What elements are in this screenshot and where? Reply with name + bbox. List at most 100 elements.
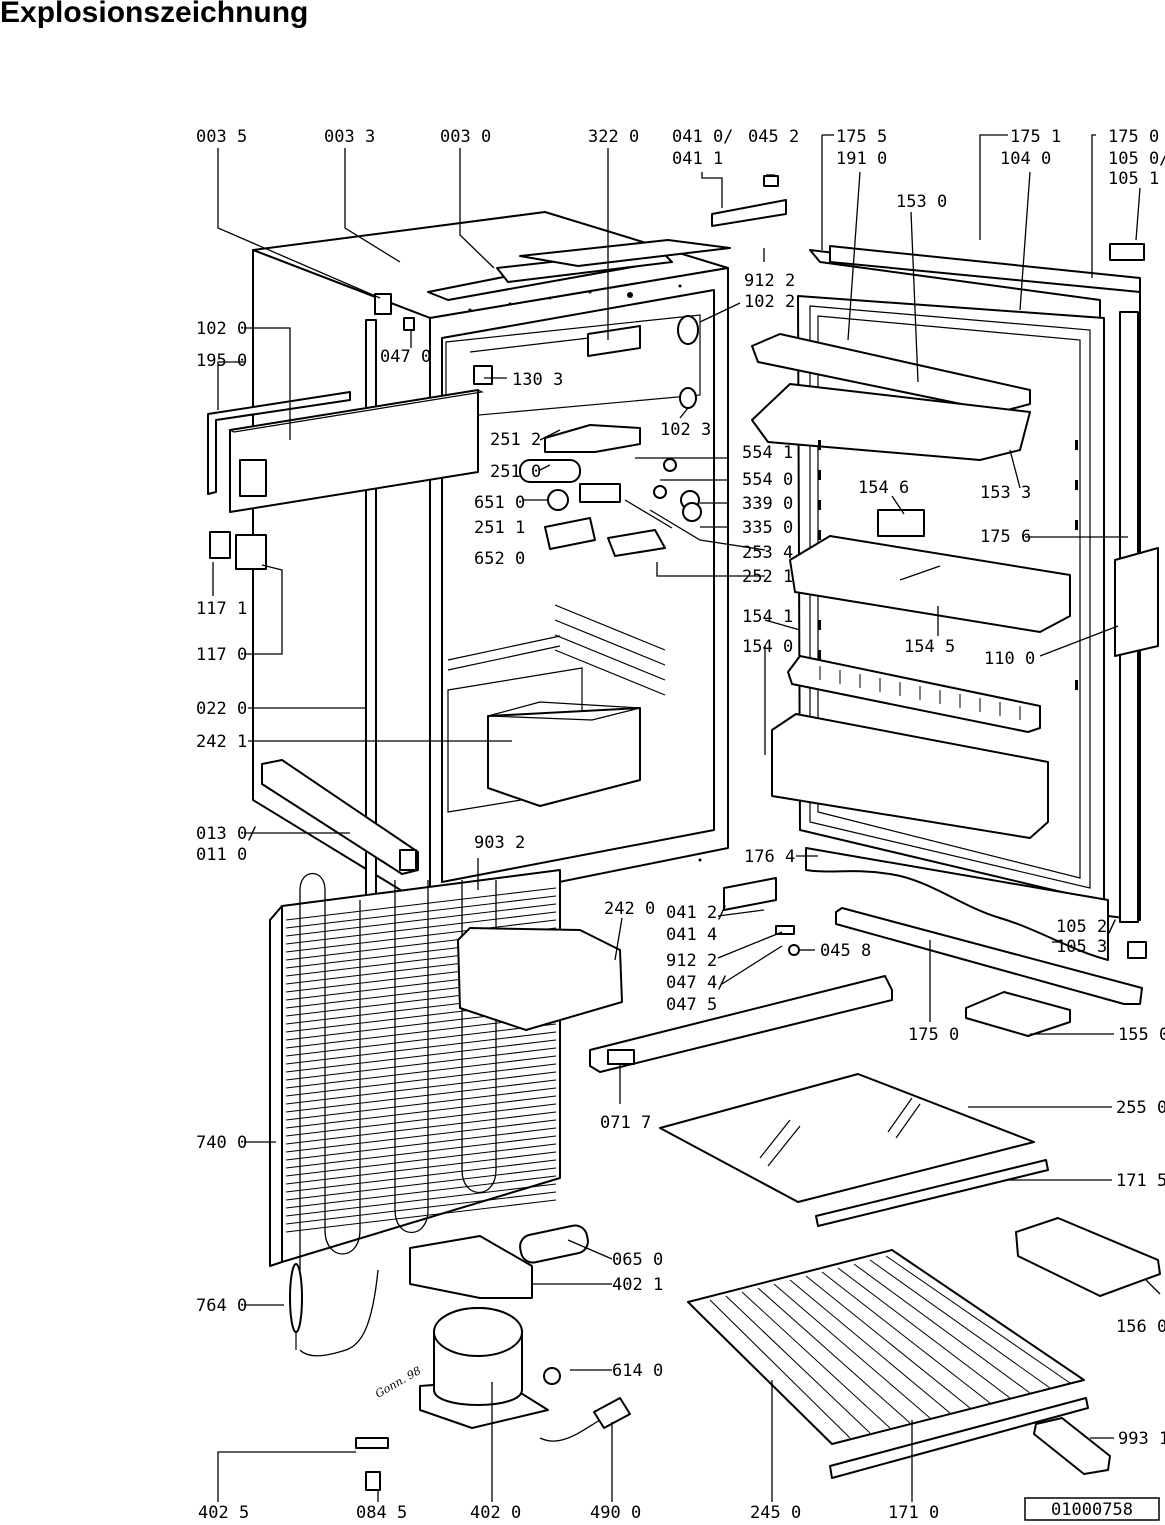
condenser-fin bbox=[285, 1079, 557, 1113]
part-label: 339 0 bbox=[742, 494, 793, 514]
part-label: 045 2 bbox=[748, 127, 799, 147]
part-label: 245 0 bbox=[750, 1503, 801, 1523]
part-labels: 003 5 003 3 003 0 322 0 041 0/ 041 1 045… bbox=[196, 127, 1165, 1523]
drawing-number: 01000758 bbox=[1051, 1500, 1133, 1520]
condenser-fin bbox=[285, 1167, 557, 1201]
part-label: 740 0 bbox=[196, 1133, 247, 1153]
part-label: 175 0 bbox=[1108, 127, 1159, 147]
shelf-wire bbox=[853, 1263, 1031, 1394]
part-label: 105 2/ bbox=[1056, 917, 1117, 937]
shelf-wire bbox=[741, 1291, 891, 1429]
part-label: 154 6 bbox=[858, 478, 909, 498]
front-bar bbox=[261, 759, 419, 875]
condenser-fin bbox=[285, 1087, 557, 1121]
part-label: 251 2 bbox=[490, 430, 541, 450]
shelf-wire bbox=[789, 1279, 951, 1414]
part-label: 253 4 bbox=[742, 543, 793, 563]
condenser-fin bbox=[285, 1071, 557, 1105]
part-label: 402 5 bbox=[198, 1503, 249, 1523]
part-label: 402 0 bbox=[470, 1503, 521, 1523]
part-label: 652 0 bbox=[474, 549, 525, 569]
part-label: 195 0 bbox=[196, 351, 247, 371]
part-label: 154 1 bbox=[742, 607, 793, 627]
part-label: 255 0 bbox=[1116, 1098, 1165, 1118]
part-label: 105 3 bbox=[1056, 937, 1107, 957]
part-label: 102 0 bbox=[196, 319, 247, 339]
part-label: 003 5 bbox=[196, 127, 247, 147]
part-label: 003 0 bbox=[440, 127, 491, 147]
part-label: 041 4 bbox=[666, 925, 717, 945]
part-label: 105 1 bbox=[1108, 169, 1159, 189]
part-label: 041 2/ bbox=[666, 903, 727, 923]
condenser-fin bbox=[285, 1039, 557, 1073]
condenser-fin bbox=[285, 1199, 557, 1233]
part-label: 176 4 bbox=[744, 847, 795, 867]
condenser-fin bbox=[285, 1095, 557, 1129]
part-label: 251 1 bbox=[474, 518, 525, 538]
part-label: 154 5 bbox=[904, 637, 955, 657]
part-label: 614 0 bbox=[612, 1361, 663, 1381]
part-label: 251 0 bbox=[490, 462, 541, 482]
condenser-fin bbox=[285, 1047, 557, 1081]
part-label: 175 0 bbox=[908, 1025, 959, 1045]
part-label: 102 2 bbox=[744, 292, 795, 312]
door-assembly bbox=[711, 175, 1159, 961]
part-label: 242 1 bbox=[196, 732, 247, 752]
part-label: 003 3 bbox=[324, 127, 375, 147]
shelf-wire bbox=[725, 1295, 871, 1434]
control-panel-assembly bbox=[207, 389, 484, 570]
part-label: 554 1 bbox=[742, 443, 793, 463]
condenser-fin bbox=[285, 903, 557, 937]
signature: Gonn. 98 bbox=[373, 1364, 423, 1401]
condenser-fin bbox=[285, 1159, 557, 1193]
part-label: 171 0 bbox=[888, 1503, 939, 1523]
part-label: 651 0 bbox=[474, 493, 525, 513]
drawing-number-box: 01000758 bbox=[1024, 1497, 1160, 1521]
part-label: 102 3 bbox=[660, 420, 711, 440]
condenser-fin bbox=[285, 895, 557, 929]
shelf-wire bbox=[869, 1259, 1051, 1389]
condenser-fin bbox=[285, 1183, 557, 1217]
part-label: 045 8 bbox=[820, 941, 871, 961]
shelf-wire bbox=[773, 1283, 931, 1419]
part-label: 105 0/ bbox=[1108, 149, 1165, 169]
part-label: 322 0 bbox=[588, 127, 639, 147]
leader-lines bbox=[212, 134, 1161, 1502]
part-label: 252 1 bbox=[742, 567, 793, 587]
part-label: 171 5 bbox=[1116, 1171, 1165, 1191]
condenser-fin bbox=[285, 1063, 557, 1097]
condenser-fin bbox=[285, 1119, 557, 1153]
part-label: 117 0 bbox=[196, 645, 247, 665]
condenser-fin bbox=[285, 1127, 557, 1161]
part-label: 175 6 bbox=[980, 527, 1031, 547]
part-label: 402 1 bbox=[612, 1275, 663, 1295]
part-label: 130 3 bbox=[512, 370, 563, 390]
part-label: 047 0 bbox=[380, 347, 431, 367]
condenser-fin bbox=[285, 919, 557, 953]
part-label: 993 1 bbox=[1118, 1429, 1165, 1449]
part-label: 041 0/ bbox=[672, 127, 733, 147]
part-label: 110 0 bbox=[984, 649, 1035, 669]
condenser-fin bbox=[285, 911, 557, 945]
part-label: 154 0 bbox=[742, 637, 793, 657]
condenser-fin bbox=[285, 1023, 557, 1057]
shelf-wire bbox=[837, 1267, 1011, 1399]
shelf-wire bbox=[821, 1271, 991, 1404]
part-label: 084 5 bbox=[356, 1503, 407, 1523]
condenser-fin bbox=[285, 1143, 557, 1177]
condenser-fin bbox=[285, 1103, 557, 1137]
part-label: 011 0 bbox=[196, 845, 247, 865]
part-label: 156 0 bbox=[1116, 1317, 1165, 1337]
part-label: 175 1 bbox=[1010, 127, 1061, 147]
condenser-fin bbox=[285, 1135, 557, 1169]
part-label: 013 0/ bbox=[196, 824, 257, 844]
condenser-fin bbox=[285, 1055, 557, 1089]
part-label: 065 0 bbox=[612, 1250, 663, 1270]
condenser-fin bbox=[285, 1151, 557, 1185]
part-label: 022 0 bbox=[196, 699, 247, 719]
part-label: 554 0 bbox=[742, 470, 793, 490]
part-label: 155 0 bbox=[1118, 1025, 1165, 1045]
part-label: 242 0 bbox=[604, 899, 655, 919]
page-title: Explosionszeichnung bbox=[0, 0, 309, 29]
